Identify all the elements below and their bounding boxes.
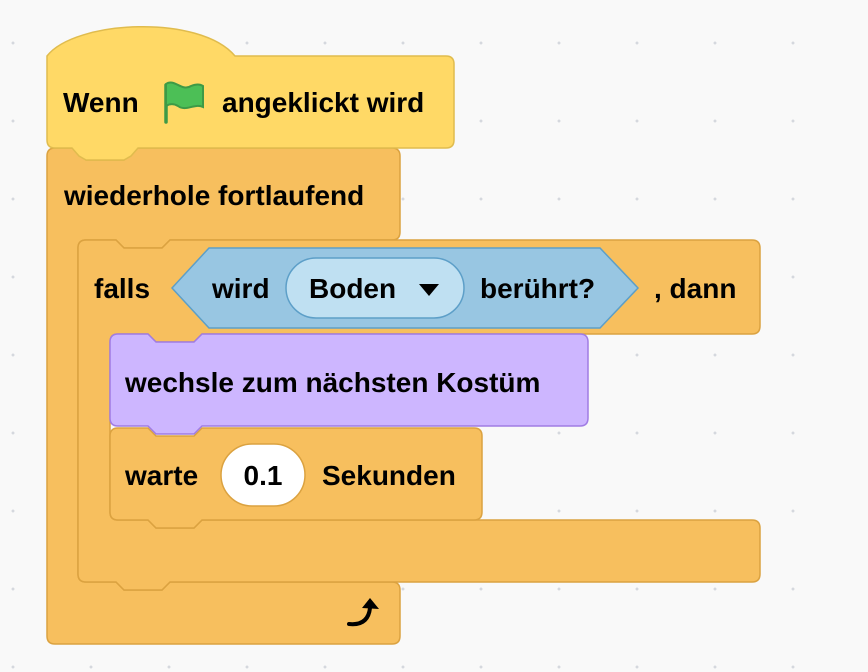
hat-label-after: angeklickt wird [222,87,424,118]
touching-dropdown[interactable]: Boden [285,257,465,319]
wait-input-value: 0.1 [244,460,283,491]
forever-block[interactable]: wiederhole fortlaufend [46,147,401,645]
then-label: , dann [654,273,736,304]
when-flag-clicked-block[interactable]: Wenn angeklickt wird [46,26,455,161]
wait-label-after: Sekunden [322,460,456,491]
if-label: falls [94,273,150,304]
hat-label-before: Wenn [63,87,139,118]
condition-label-after: berührt? [480,273,595,304]
loop-arrow-icon [347,598,379,627]
touching-condition-block[interactable]: wird Boden berührt? [170,247,640,329]
costume-label: wechsle zum nächsten Kostüm [124,367,540,398]
forever-label: wiederhole fortlaufend [63,180,364,211]
next-costume-block[interactable]: wechsle zum nächsten Kostüm [109,333,589,435]
green-flag-icon [164,81,204,124]
dropdown-value: Boden [309,273,396,304]
condition-label-before: wird [211,273,270,304]
wait-seconds-input[interactable]: 0.1 [220,443,306,507]
dropdown-arrow-icon [419,284,439,296]
wait-label-before: warte [124,460,198,491]
wait-block[interactable]: warte 0.1 Sekunden [109,427,483,529]
